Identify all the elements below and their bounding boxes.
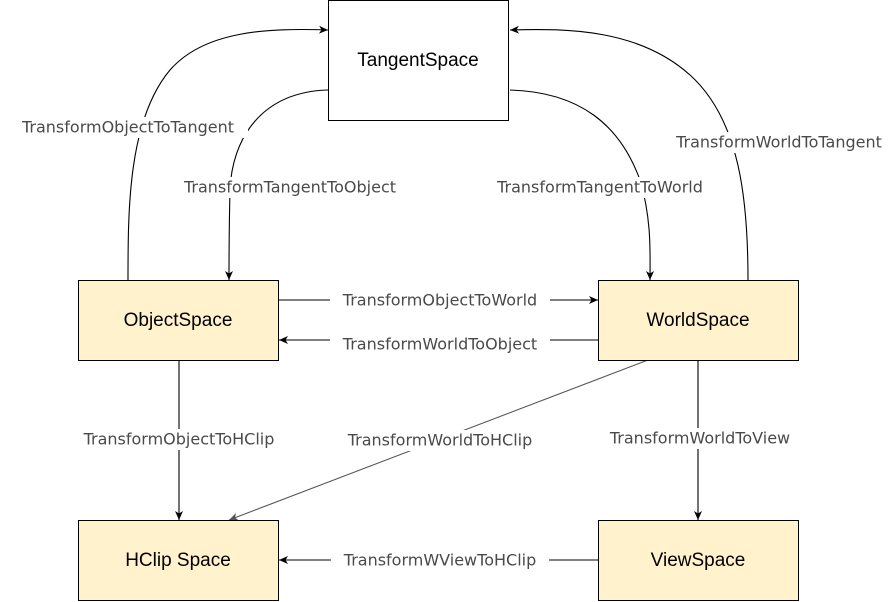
edge-world-to-tangent: [509, 25, 749, 281]
label-object-to-world: TransformObjectToWorld: [342, 291, 537, 310]
node-hclip-space-label: HClip Space: [125, 550, 231, 571]
edge-tangent-to-world: [509, 89, 655, 281]
edge-object-to-tangent: [127, 25, 329, 281]
label-world-to-hclip: TransformWorldToHClip: [347, 431, 533, 450]
node-tangent-space[interactable]: TangentSpace: [328, 0, 509, 121]
label-tangent-to-world: TransformTangentToWorld: [496, 178, 703, 197]
label-tangent-to-object: TransformTangentToObject: [183, 178, 396, 197]
node-hclip-space[interactable]: HClip Space: [78, 520, 279, 601]
node-object-space[interactable]: ObjectSpace: [78, 280, 279, 361]
label-object-to-hclip: TransformObjectToHClip: [83, 430, 275, 449]
label-world-to-tangent: TransformWorldToTangent: [675, 133, 882, 152]
label-object-to-tangent: TransformObjectToTangent: [21, 118, 234, 137]
label-view-to-hclip: TransformWViewToHClip: [343, 551, 536, 570]
label-world-to-view: TransformWorldToView: [609, 429, 790, 448]
node-object-space-label: ObjectSpace: [124, 310, 233, 331]
node-view-space[interactable]: ViewSpace: [598, 520, 799, 601]
node-world-space[interactable]: WorldSpace: [598, 280, 799, 361]
node-world-space-label: WorldSpace: [646, 310, 749, 331]
node-tangent-space-label: TangentSpace: [357, 50, 479, 71]
label-world-to-object: TransformWorldToObject: [342, 335, 537, 354]
node-view-space-label: ViewSpace: [651, 550, 746, 571]
